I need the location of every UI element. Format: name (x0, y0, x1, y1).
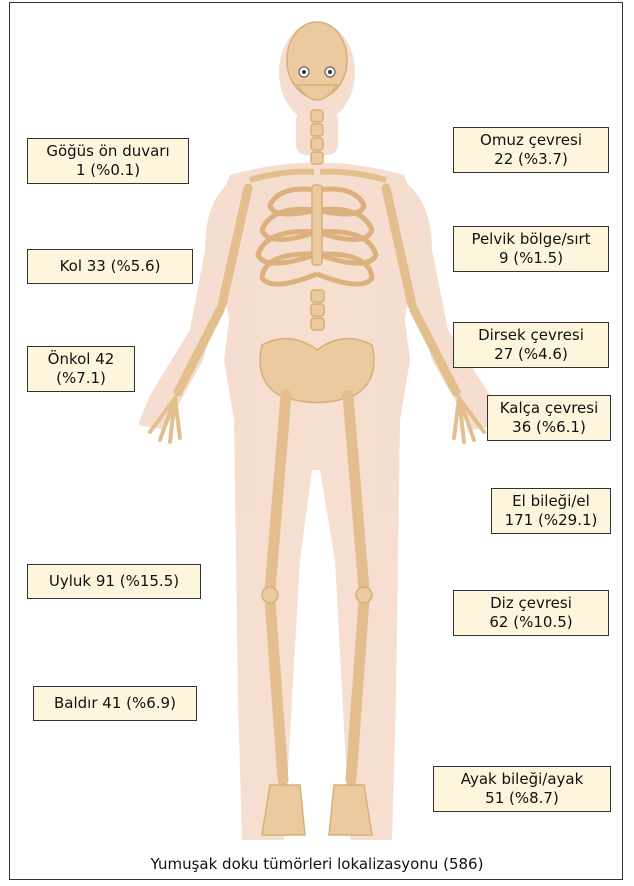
label-shoulder-name: Omuz çevresi (458, 131, 604, 150)
label-hip-value: 36 (%6.1) (492, 418, 606, 437)
label-shoulder: Omuz çevresi 22 (%3.7) (453, 127, 609, 173)
label-forearm: Önkol 42 (%7.1) (27, 346, 135, 392)
label-chest-wall-value: 1 (%0.1) (32, 161, 184, 180)
label-elbow: Dirsek çevresi 27 (%4.6) (453, 322, 609, 368)
label-pelvic-back-name: Pelvik bölge/sırt (458, 230, 604, 249)
sternum (312, 185, 322, 265)
right-foot (329, 785, 372, 835)
label-arm-text: Kol 33 (%5.6) (32, 257, 188, 276)
label-hip-name: Kalça çevresi (492, 399, 606, 418)
label-calf: Baldır 41 (%6.9) (33, 686, 197, 721)
label-forearm-value: (%7.1) (32, 369, 130, 388)
label-wrist-hand: El bileği/el 171 (%29.1) (491, 488, 611, 534)
label-thigh-text: Uyluk 91 (%15.5) (32, 572, 196, 591)
label-shoulder-value: 22 (%3.7) (458, 150, 604, 169)
label-calf-text: Baldır 41 (%6.9) (38, 694, 192, 713)
label-wrist-hand-value: 171 (%29.1) (496, 511, 606, 530)
label-chest-wall-name: Göğüs ön duvarı (32, 142, 184, 161)
label-pelvic-back: Pelvik bölge/sırt 9 (%1.5) (453, 226, 609, 272)
label-elbow-name: Dirsek çevresi (458, 326, 604, 345)
label-knee: Diz çevresi 62 (%10.5) (453, 590, 609, 636)
label-ankle-foot-name: Ayak bileği/ayak (438, 770, 606, 789)
figure-caption: Yumuşak doku tümörleri lokalizasyonu (58… (0, 855, 634, 873)
right-knee (356, 587, 372, 603)
label-knee-value: 62 (%10.5) (458, 613, 604, 632)
label-wrist-hand-name: El bileği/el (496, 492, 606, 511)
label-forearm-name: Önkol 42 (32, 350, 130, 369)
label-elbow-value: 27 (%4.6) (458, 345, 604, 364)
label-chest-wall: Göğüs ön duvarı 1 (%0.1) (27, 138, 189, 184)
label-ankle-foot: Ayak bileği/ayak 51 (%8.7) (433, 766, 611, 812)
label-pelvic-back-value: 9 (%1.5) (458, 249, 604, 268)
label-knee-name: Diz çevresi (458, 594, 604, 613)
label-arm: Kol 33 (%5.6) (27, 249, 193, 284)
left-foot (262, 785, 305, 835)
left-knee (262, 587, 278, 603)
label-thigh: Uyluk 91 (%15.5) (27, 564, 201, 599)
label-hip: Kalça çevresi 36 (%6.1) (487, 395, 611, 441)
label-ankle-foot-value: 51 (%8.7) (438, 789, 606, 808)
